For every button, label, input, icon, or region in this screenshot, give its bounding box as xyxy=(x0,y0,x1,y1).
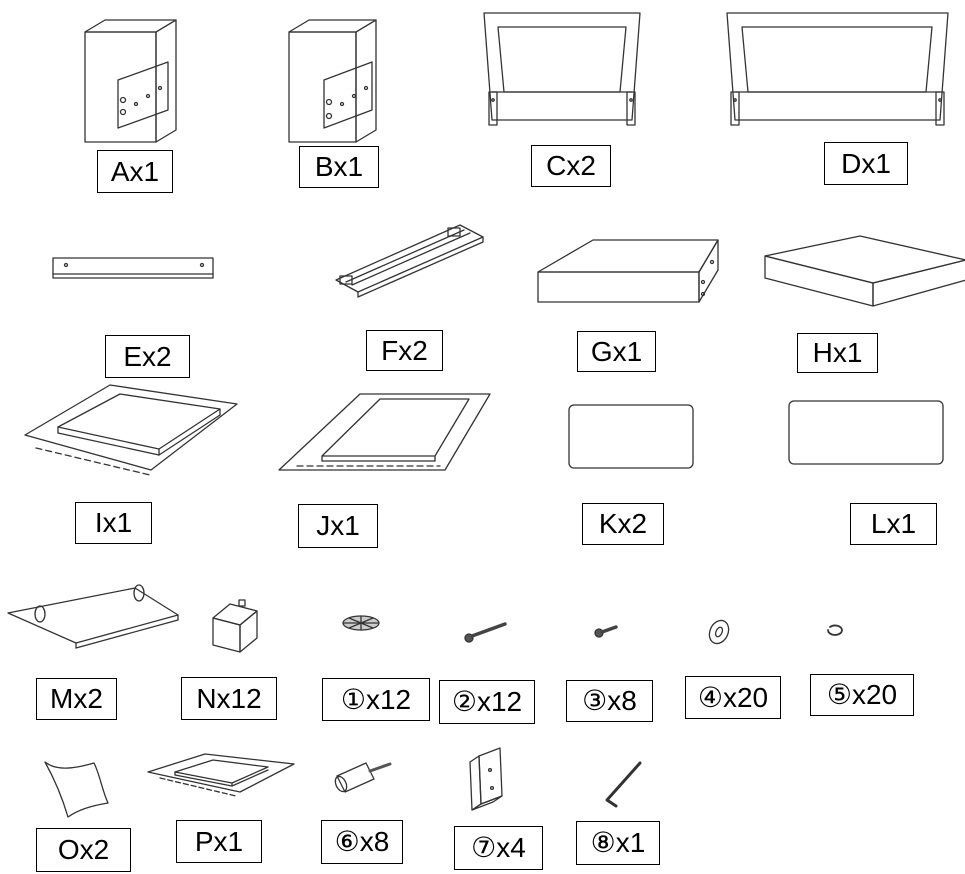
part-l-board-icon xyxy=(788,400,944,465)
part-n-label: Nx12 xyxy=(181,677,277,720)
part-h-panel-icon xyxy=(764,235,965,307)
part-o-cloth-icon xyxy=(44,761,109,818)
part-b-cabinet-icon xyxy=(288,19,377,143)
hw-2-long-bolt-icon xyxy=(464,622,507,643)
part-k-label: Kx2 xyxy=(582,503,664,545)
part-c-label: Cx2 xyxy=(531,145,611,187)
hw-4-label: ④x20 xyxy=(685,676,781,719)
part-p-padded-panel-icon xyxy=(147,753,295,797)
part-e-slat-icon xyxy=(52,257,214,279)
hw-3-short-bolt-icon xyxy=(594,625,618,638)
part-e-label: Ex2 xyxy=(105,335,190,378)
hw-7-l-bracket-icon xyxy=(469,747,503,811)
part-d-label: Dx1 xyxy=(824,142,908,185)
part-g-label: Gx1 xyxy=(577,331,656,372)
part-p-label: Px1 xyxy=(176,820,262,863)
part-b-label: Bx1 xyxy=(299,146,379,188)
part-l-label: Lx1 xyxy=(850,503,937,545)
part-m-label: Mx2 xyxy=(36,678,117,720)
hw-8-allen-key-icon xyxy=(605,761,642,808)
part-a-cabinet-icon xyxy=(84,19,177,143)
part-a-label: Ax1 xyxy=(97,150,173,193)
part-j-label: Jx1 xyxy=(298,504,378,548)
part-d-headboard-icon xyxy=(726,12,949,126)
hw-6-dowel-screw-icon xyxy=(334,762,392,793)
part-j-padded-panel-icon xyxy=(278,393,491,471)
part-h-label: Hx1 xyxy=(797,333,878,373)
hw-3-label: ③x8 xyxy=(566,680,653,722)
part-i-label: Ix1 xyxy=(75,502,152,544)
hw-6-label: ⑥x8 xyxy=(321,820,403,864)
hw-1-label: ①x12 xyxy=(322,678,430,721)
hw-5-split-ring-icon xyxy=(827,624,843,636)
hw-5-label: ⑤x20 xyxy=(810,674,914,716)
part-i-padded-panel-icon xyxy=(24,384,238,476)
part-f-rail-icon xyxy=(335,224,484,298)
part-g-box-icon xyxy=(537,239,719,303)
part-k-board-icon xyxy=(568,404,694,469)
part-o-label: Ox2 xyxy=(36,828,131,872)
part-f-label: Fx2 xyxy=(366,330,443,371)
hw-4-washer-icon xyxy=(708,619,730,645)
part-m-hinged-panel-icon xyxy=(7,584,179,649)
hw-7-label: ⑦x4 xyxy=(454,826,543,870)
part-n-block-icon xyxy=(212,599,258,653)
part-c-headboard-icon xyxy=(483,12,641,126)
hw-8-label: ⑧x1 xyxy=(576,821,660,865)
hw-2-label: ②x12 xyxy=(439,680,535,724)
hw-1-cam-lock-icon xyxy=(342,615,380,631)
